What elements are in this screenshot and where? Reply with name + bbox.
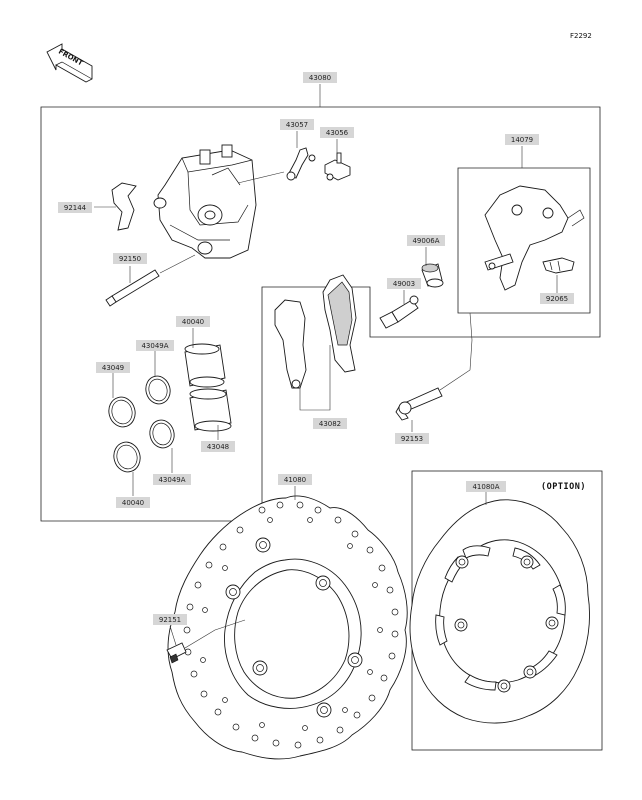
caliper-body: [153, 144, 257, 259]
pistons: [184, 343, 232, 432]
label-92144: 92144: [58, 202, 92, 213]
label-49003: 49003: [387, 278, 421, 289]
pad-retainer: [542, 257, 575, 274]
svg-text:43049A: 43049A: [141, 342, 168, 350]
svg-text:43082: 43082: [319, 420, 341, 428]
svg-text:92151: 92151: [159, 616, 181, 624]
label-92153: 92153: [395, 433, 429, 444]
svg-text:41080A: 41080A: [472, 483, 499, 491]
bracket-bolt: [395, 387, 443, 421]
svg-text:92065: 92065: [546, 295, 568, 303]
piston-seals: [108, 375, 175, 473]
svg-text:40040: 40040: [182, 318, 204, 326]
label-41080: 41080: [278, 474, 312, 485]
caliper-bracket: [484, 185, 585, 291]
label-92065: 92065: [540, 293, 574, 304]
label-40040-top: 40040: [176, 316, 210, 327]
brake-pads: [274, 274, 357, 389]
label-43082: 43082: [313, 418, 347, 429]
label-43049: 43049: [96, 362, 130, 373]
bracket-frame: [457, 146, 591, 314]
label-43056: 43056: [320, 127, 354, 138]
svg-text:43049: 43049: [102, 364, 124, 372]
label-92150: 92150: [113, 253, 147, 264]
bleed-valve: [324, 152, 351, 181]
pin-boot: [421, 263, 444, 288]
brake-disc: [167, 495, 408, 760]
front-arrow-icon: FRONT: [46, 43, 93, 83]
label-14079: 14079: [505, 134, 539, 145]
option-label: (OPTION): [541, 482, 586, 492]
spring-clip: [286, 147, 316, 181]
diagram-code: F2292: [570, 32, 592, 40]
svg-text:41080: 41080: [284, 476, 306, 484]
pad-spring: [111, 182, 137, 231]
svg-text:40040: 40040: [122, 499, 144, 507]
label-92151: 92151: [153, 614, 187, 625]
svg-text:14079: 14079: [511, 136, 533, 144]
svg-text:92153: 92153: [401, 435, 423, 443]
label-41080A: 41080A: [466, 481, 506, 492]
svg-text:43048: 43048: [207, 443, 229, 451]
slide-pin: [105, 254, 196, 307]
label-43080: 43080: [303, 72, 337, 83]
label-43049A: 43049A: [136, 340, 174, 351]
caliper-assembly-frame: [40, 84, 601, 522]
svg-text:43049A: 43049A: [158, 476, 185, 484]
svg-text:92144: 92144: [64, 204, 87, 212]
disc-bolt: [166, 642, 187, 664]
svg-text:43056: 43056: [326, 129, 349, 137]
label-43048: 43048: [201, 441, 235, 452]
svg-text:49006A: 49006A: [412, 237, 439, 245]
svg-text:92150: 92150: [119, 255, 141, 263]
label-49006A: 49006A: [407, 235, 445, 246]
label-40040-bottom: 40040: [116, 497, 150, 508]
svg-text:43080: 43080: [309, 74, 331, 82]
svg-text:49003: 49003: [393, 280, 415, 288]
option-brake-disc: [409, 499, 590, 724]
label-43057: 43057: [280, 119, 314, 130]
label-43049A-bottom: 43049A: [153, 474, 191, 485]
svg-text:43057: 43057: [286, 121, 308, 129]
caliper-pin-bolt: [379, 295, 419, 329]
